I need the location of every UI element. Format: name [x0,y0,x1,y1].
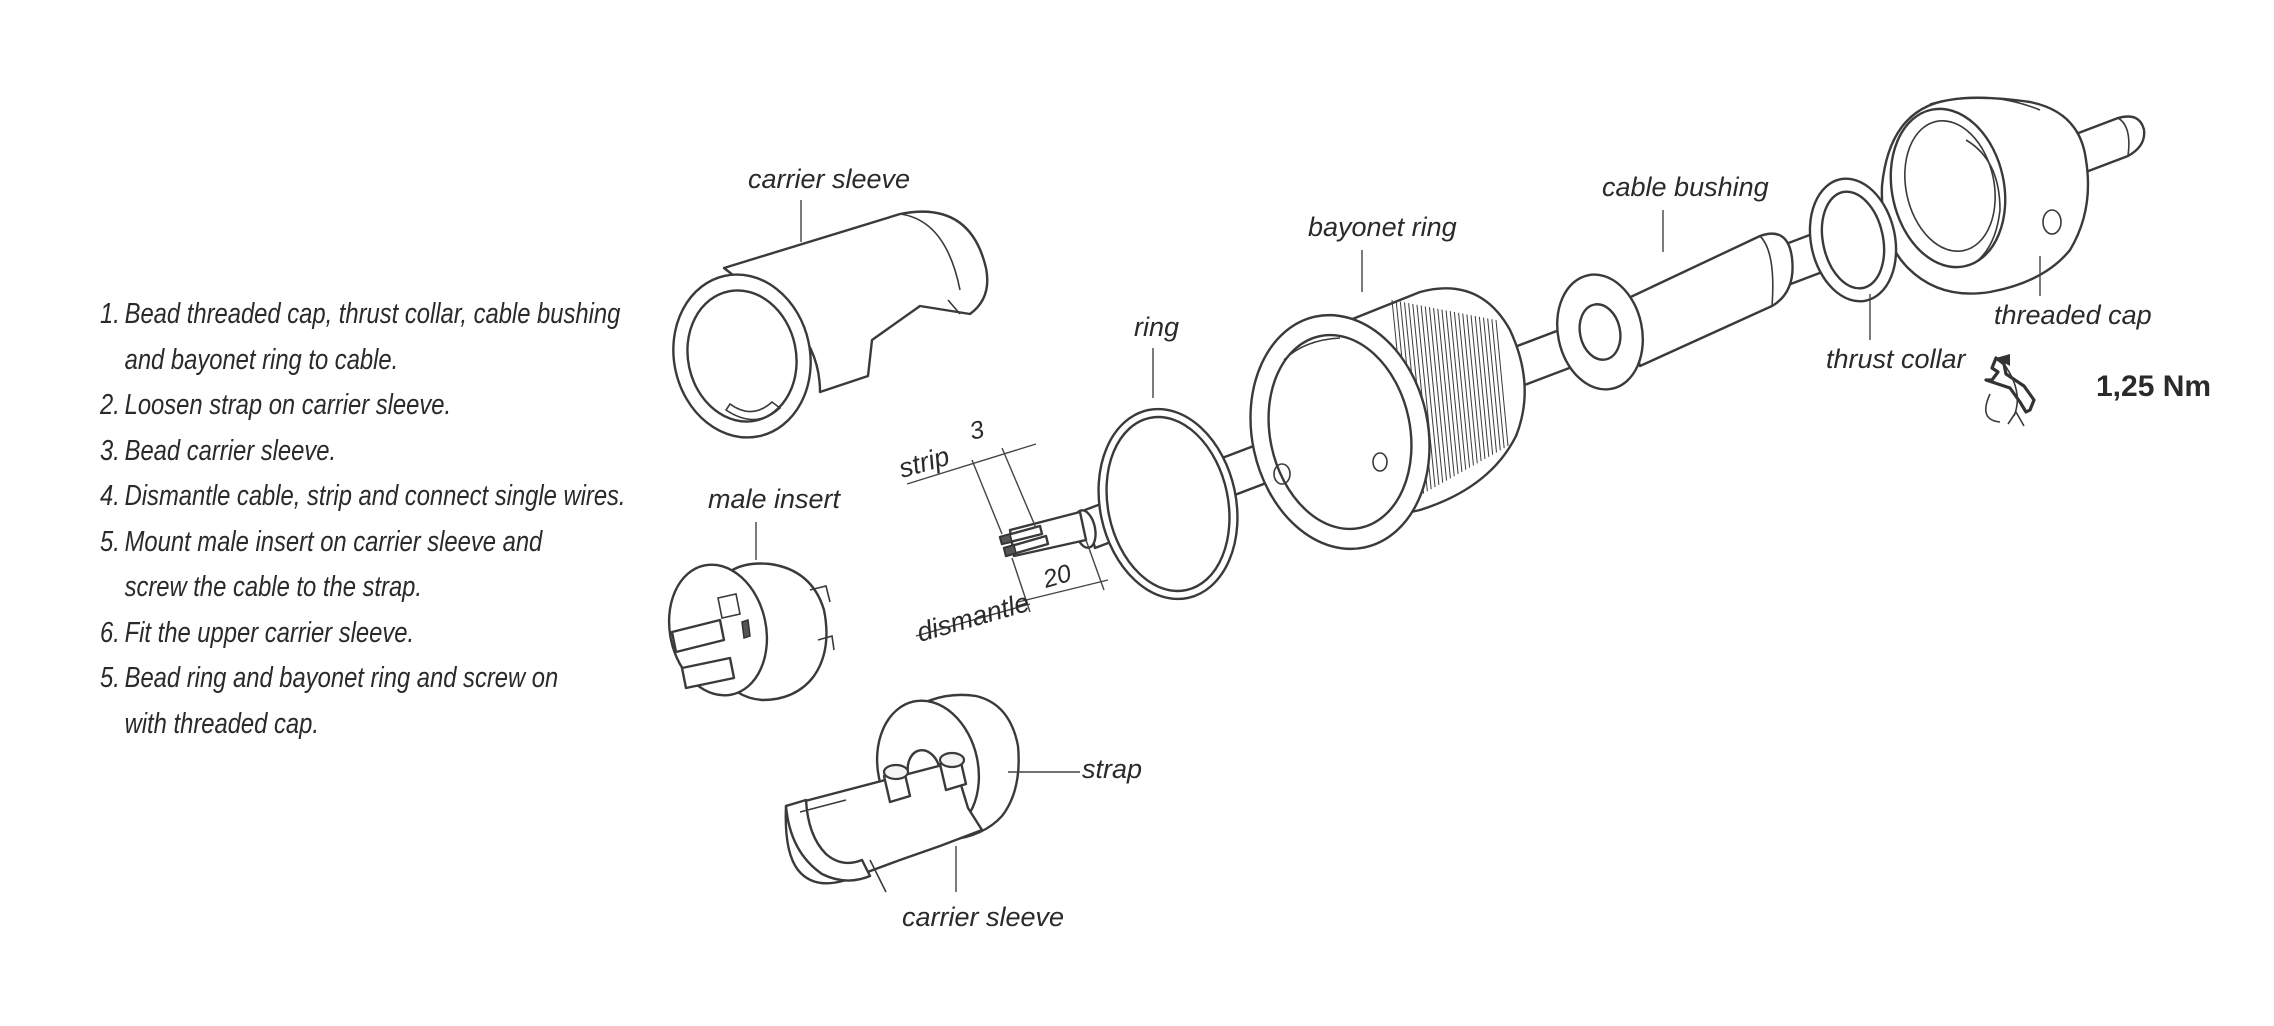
instruction-7-cont: with threaded cap. [124,707,319,740]
instruction-7: 5.Bead ring and bayonet ring and screw o… [100,662,559,694]
knurl-line [1433,307,1451,479]
label-thrust-collar: thrust collar [1826,344,1967,374]
label-bayonet-ring: bayonet ring [1308,212,1457,242]
knurl-line [1487,318,1501,451]
cable-bushing [1555,232,1794,391]
wrench-torque-icon [1984,354,2036,427]
instruction-4: 4.Dismantle cable, strip and connect sin… [100,480,626,512]
o-ring [1097,407,1239,601]
knurl-line [1478,316,1494,455]
knurl-line [1458,312,1474,466]
strip-value: 3 [967,415,987,446]
part-labels: carrier sleeve male insert carrier sleev… [708,164,2152,932]
knurl-line [1462,313,1478,464]
instruction-2: 2.Loosen strap on carrier sleeve. [100,389,452,421]
knurl-line [1420,305,1440,485]
knurl-line [1453,311,1471,468]
strip-label: strip [895,441,952,484]
knurl-line [1470,315,1486,460]
carrier-sleeve-bottom [784,693,1020,893]
dismantle-dimension: 20 dismantle [913,539,1109,648]
instruction-6: 6.Fit the upper carrier sleeve. [100,616,415,649]
knurl-line [1416,304,1436,488]
knurl-line [1483,317,1497,453]
label-threaded-cap: threaded cap [1994,300,2152,330]
knurl-line [1495,319,1509,447]
label-carrier-sleeve-top: carrier sleeve [748,164,910,194]
strip-dimension: 3 strip [895,415,1037,535]
torque-value: 1,25 Nm [2096,370,2211,403]
knurl-line [1445,310,1463,472]
label-carrier-sleeve-bottom: carrier sleeve [902,902,1064,932]
bayonet-ring [1249,287,1526,551]
male-insert [667,562,835,702]
torque-spec: 1,25 Nm [1984,354,2211,427]
knurl-line [1424,306,1444,483]
label-cable-bushing: cable bushing [1602,172,1769,202]
knurl-line [1466,314,1482,462]
knurl-line [1437,308,1455,477]
leader-lines [755,200,2041,892]
knurl-line [1441,309,1459,475]
knurl-line [1428,307,1448,481]
label-strap: strap [1082,754,1142,784]
label-ring: ring [1134,312,1179,342]
label-male-insert: male insert [708,484,842,514]
assembly-instructions: 1.Bead threaded cap, thrust collar, cabl… [100,292,626,747]
instruction-1-cont: and bayonet ring to cable. [124,343,399,376]
instruction-3: 3.Bead carrier sleeve. [100,434,337,467]
instruction-1: 1.Bead threaded cap, thrust collar, cabl… [100,298,621,330]
stripped-cable-end [998,509,1097,558]
instruction-5-cont: screw the cable to the strap. [124,571,423,603]
dismantle-label: dismantle [913,587,1032,648]
thrust-collar [1808,177,1898,303]
carrier-sleeve-top [672,210,989,439]
knurl-line [1491,319,1505,449]
instruction-5: 5.Mount male insert on carrier sleeve an… [100,525,543,558]
threaded-cap [1880,96,2090,295]
knurl-line [1449,311,1467,470]
knurl-line [1474,315,1490,457]
